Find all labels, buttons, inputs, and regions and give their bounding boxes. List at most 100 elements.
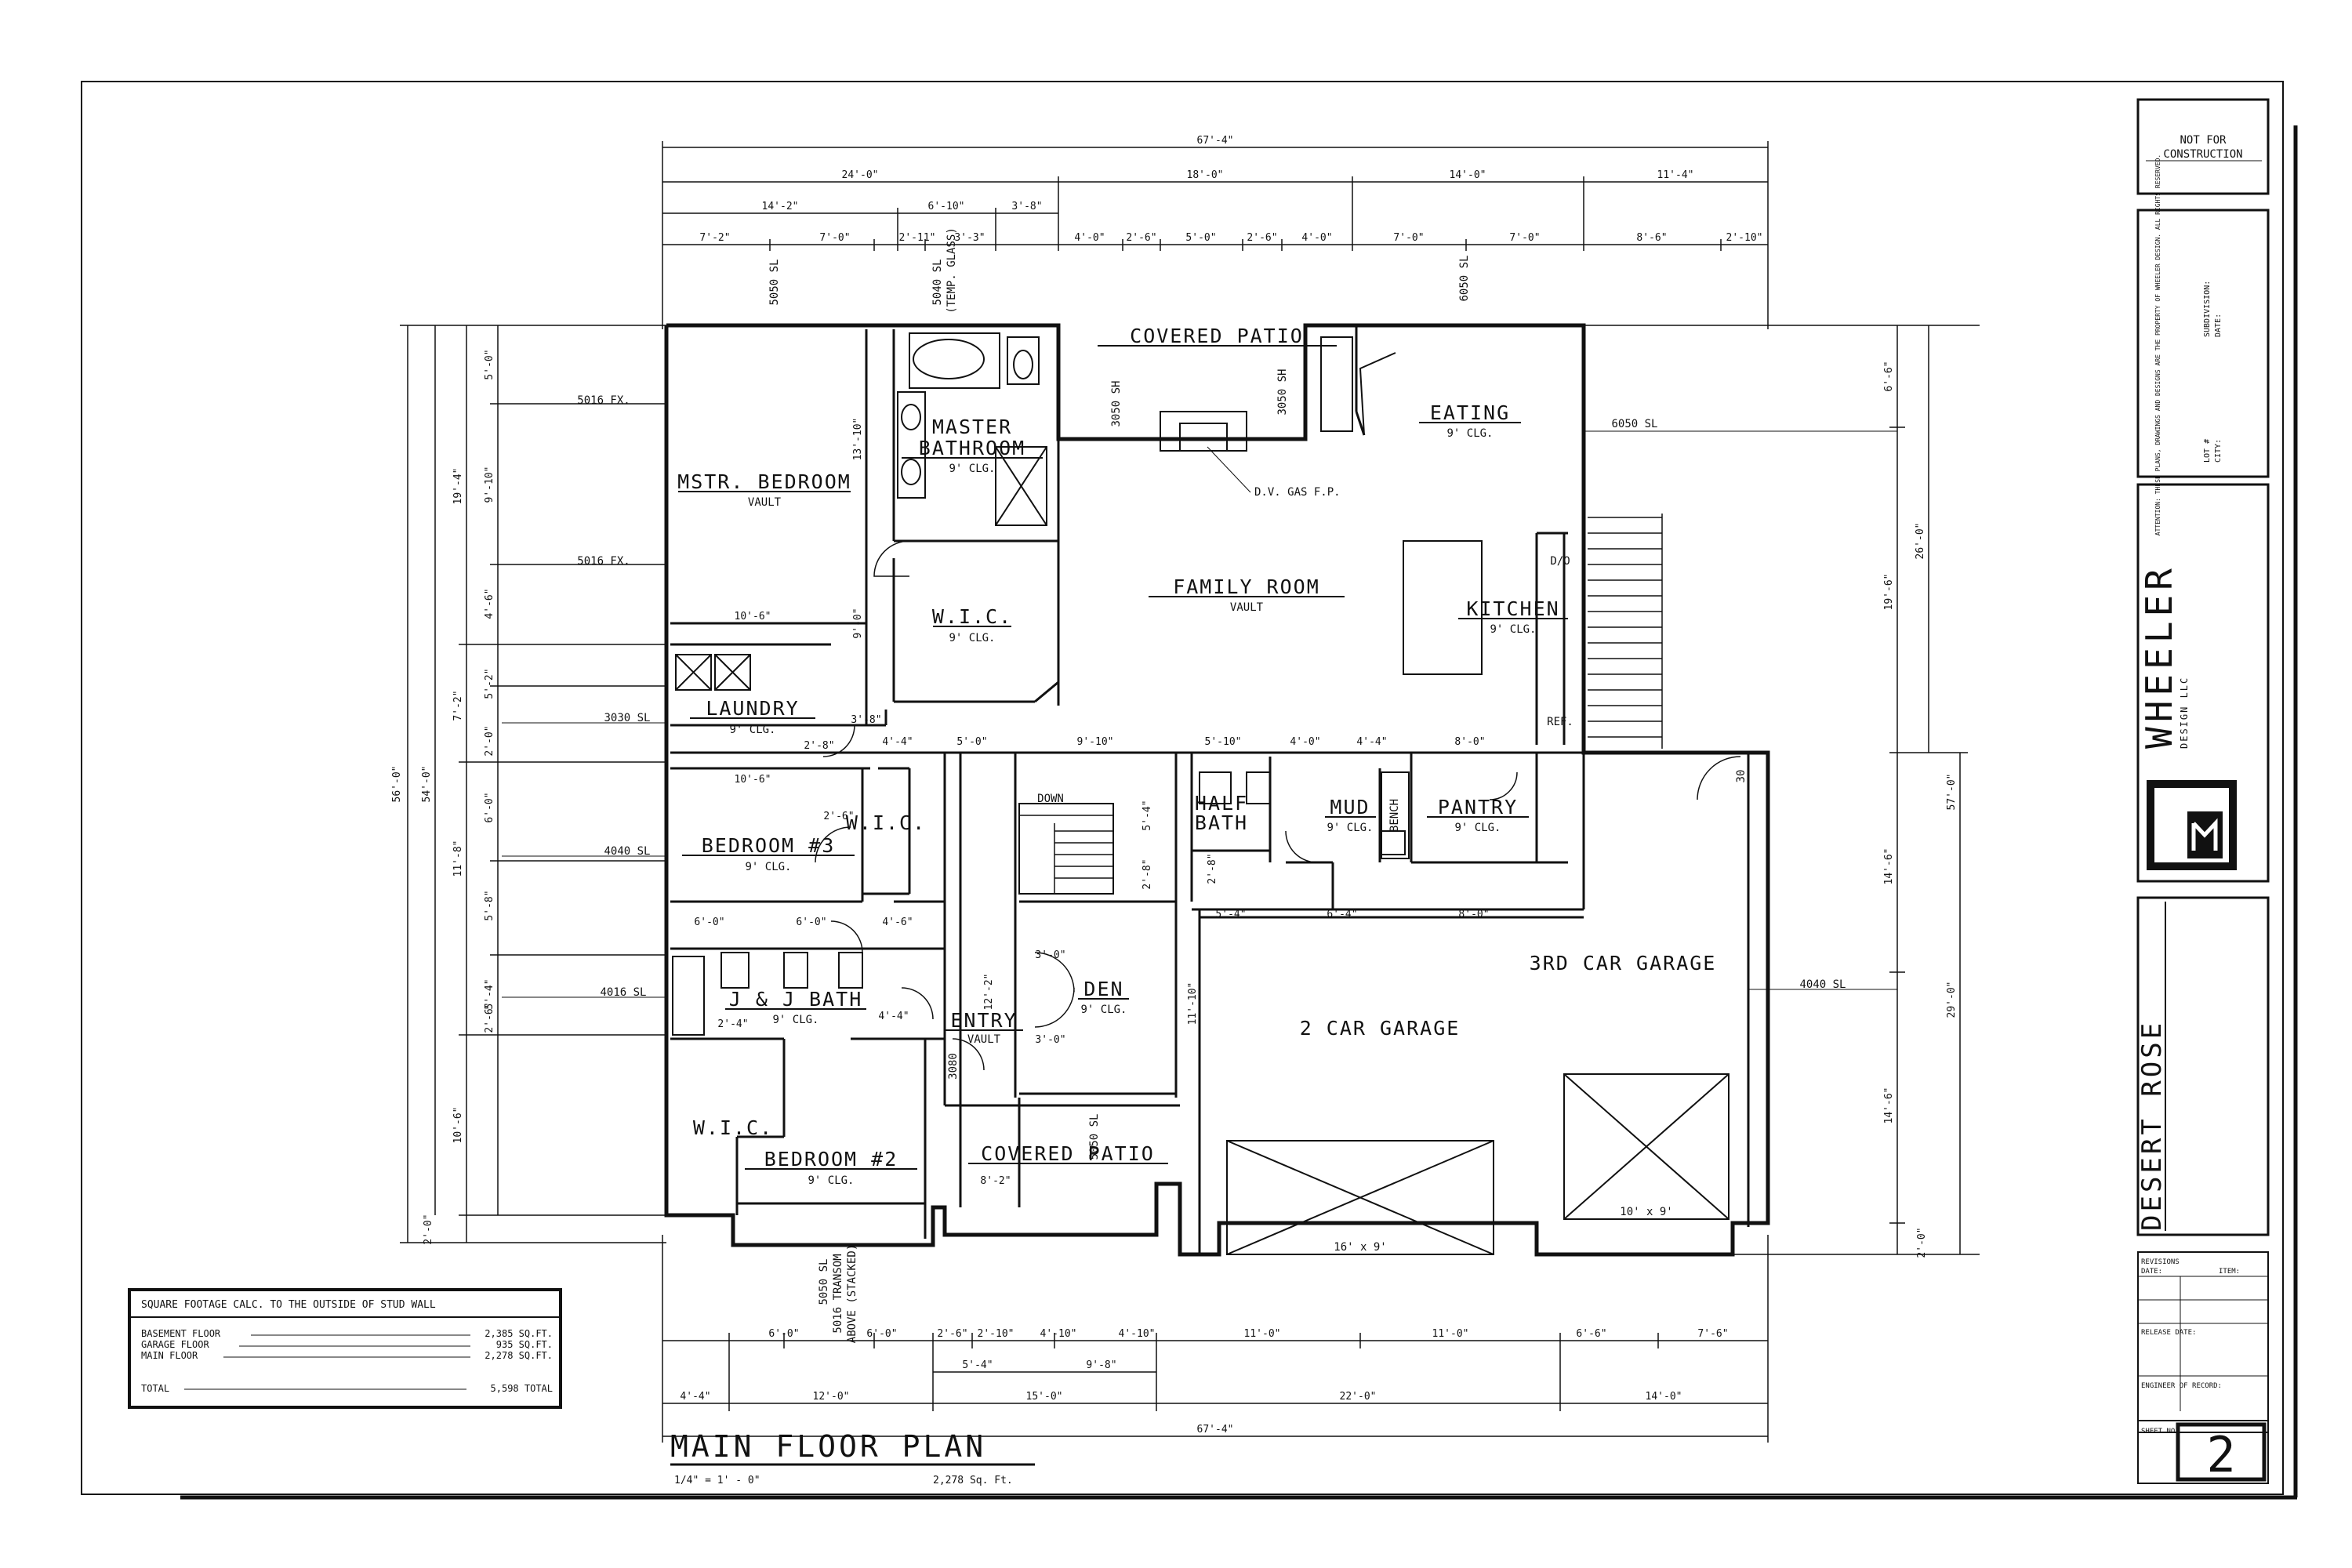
plan-name: DESERT ROSE xyxy=(2136,1020,2168,1231)
revisions-box xyxy=(2137,1251,2269,1433)
idim-12: 4'-4" xyxy=(1356,736,1387,748)
dimension-lines-right xyxy=(1584,325,1980,1255)
idim-24: 2'-6" xyxy=(823,811,854,822)
dim-bot-1: 6'-0" xyxy=(768,1328,799,1340)
dimension-text-right: 26'-0" 57'-0" 29'-0" 6'-6" 19'-6" 14'-6"… xyxy=(1883,361,1958,1258)
room-entry-sub: VAULT xyxy=(967,1033,1001,1046)
revisions-item-col: ITEM: xyxy=(2219,1268,2240,1276)
interior-dimensions: 10'-6" 10'-6" 13'-10" 9'-0" 2'-8" 3'-8" … xyxy=(694,418,1489,1187)
subdivision-label: SUBDIVISION: xyxy=(2203,281,2212,337)
lot-label: LOT # xyxy=(2203,439,2212,463)
sheet-number: 2 xyxy=(2206,1426,2235,1483)
dim-top3-7: 5'-0" xyxy=(1185,232,1216,244)
dim-bot-2: 6'-0" xyxy=(866,1328,897,1340)
garage-door-big xyxy=(1226,1140,1494,1255)
dim-top3-8: 2'-6" xyxy=(1247,232,1277,244)
engineer-label: ENGINEER OF RECORD: xyxy=(2141,1382,2222,1390)
room-kitchen: KITCHEN xyxy=(1466,597,1559,620)
win-4016: 4016 SL xyxy=(600,986,646,999)
jj-bathtub-icon xyxy=(672,956,705,1036)
mud-bench-icon xyxy=(1381,771,1410,859)
dryer-icon xyxy=(714,654,751,691)
ceiling-fan-a xyxy=(1320,336,1353,432)
dim-overall-bottom: 67'-4" xyxy=(1197,1424,1234,1436)
dim-bot-5: 4'-10" xyxy=(1040,1328,1077,1340)
footage-total-value: 5,598 TOTAL xyxy=(491,1383,553,1394)
idim-18: 12'-2" xyxy=(983,974,995,1011)
dim-right-26: 26'-0" xyxy=(1915,523,1926,560)
dimension-lines-top xyxy=(662,141,1769,329)
idim-7: 4'-4" xyxy=(882,736,913,748)
dim-bot-6: 4'-10" xyxy=(1119,1328,1156,1340)
room-bedroom2: BEDROOM #2 xyxy=(764,1148,898,1171)
dim-top3-3: 2'-11" xyxy=(899,232,936,244)
idim-16: 8'-0" xyxy=(1458,909,1489,920)
idim-8: 5'-0" xyxy=(956,736,987,748)
dim-top2-1: 14'-2" xyxy=(762,201,799,212)
garage-doors xyxy=(1226,1073,1730,1255)
stair-treads xyxy=(1019,815,1113,894)
dim-left-54: 54'-0" xyxy=(421,766,433,803)
jj-sink2-icon xyxy=(838,952,863,989)
half-bath-sink-icon xyxy=(1199,771,1232,804)
dim-top2-2: 6'-10" xyxy=(928,201,965,212)
dim-right-57: 57'-0" xyxy=(1946,774,1958,811)
room-bedroom3: BEDROOM #3 xyxy=(702,834,836,857)
dimension-text-top: 67'-4" 24'-0" 18'-0" 14'-0" 11'-4" 14'-2… xyxy=(699,135,1762,244)
city-label: CITY: xyxy=(2214,439,2223,463)
room-mud-clg: 9' CLG. xyxy=(1327,822,1373,834)
room-master-bath-1: MASTER xyxy=(932,416,1012,438)
transom-2: ABOVE (STACKED) xyxy=(846,1244,858,1343)
nfc-text-1: NOT FOR xyxy=(2180,134,2227,147)
label-door-30: 30 xyxy=(1735,770,1748,783)
dimension-lines-bottom xyxy=(662,1235,1769,1443)
dim-left-s2: 9'-10" xyxy=(484,466,495,503)
revisions-date-col: DATE: xyxy=(2141,1268,2162,1276)
dim-top-4: 11'-4" xyxy=(1657,169,1694,181)
idim-28: 3'-0" xyxy=(1035,1034,1065,1046)
idim-14: 5'-4" xyxy=(1215,909,1246,920)
deck-stairs xyxy=(1588,514,1663,749)
sheet-no-box xyxy=(2137,1420,2269,1484)
idim-27: 3'-0" xyxy=(1035,949,1065,961)
sheet-border xyxy=(81,81,2284,1495)
footage-row-1-label: BASEMENT FLOOR xyxy=(141,1328,221,1339)
half-bath-toilet-icon xyxy=(1246,771,1271,804)
idim-21: 4'-6" xyxy=(882,916,913,928)
dim-left-56: 56'-0" xyxy=(391,766,403,803)
footage-row-3-value: 2,278 SQ.FT. xyxy=(485,1350,553,1361)
dim-left-r4: 10'-6" xyxy=(452,1107,464,1144)
window-leader-lines xyxy=(502,403,1897,998)
footage-total-label: TOTAL xyxy=(141,1383,169,1394)
room-kitchen-clg: 9' CLG. xyxy=(1490,623,1536,636)
fixtures xyxy=(672,332,1483,1036)
company-sub: DESIGN LLC xyxy=(2179,677,2190,749)
label-ref: REF. xyxy=(1547,716,1573,728)
dim-left-s9: 2'-6" xyxy=(484,1002,495,1033)
dim-left-s1: 5'-0" xyxy=(484,349,495,379)
win-5040: 5040 SL xyxy=(931,259,944,305)
drawing-title-block: MAIN FLOOR PLAN 1/4" = 1' - 0" 2,278 Sq.… xyxy=(670,1429,1035,1486)
idim-25: 2'-8" xyxy=(1207,853,1218,884)
idim-30: 2'-8" xyxy=(1142,858,1153,889)
win-5040-b: (TEMP. GLASS) xyxy=(946,227,958,314)
dim-bot3-5: 14'-0" xyxy=(1646,1391,1682,1403)
win-5016b: 5016 FX. xyxy=(577,555,630,568)
window-labels: 5050 SL 5040 SL (TEMP. GLASS) 6050 SL 30… xyxy=(577,227,1846,1343)
room-family: FAMILY ROOM xyxy=(1173,575,1320,598)
vanity-icon xyxy=(897,391,926,499)
dim-top3-4: 3'-3" xyxy=(954,232,985,244)
dim-bot-10: 7'-6" xyxy=(1697,1328,1728,1340)
footage-row-3-label: MAIN FLOOR xyxy=(141,1350,198,1361)
door-3080: 3080 xyxy=(947,1053,960,1080)
room-den: DEN xyxy=(1083,978,1123,1000)
room-covered-patio-front: COVERED PATIO xyxy=(981,1142,1155,1165)
label-garage-door-small: 10' x 9' xyxy=(1620,1206,1672,1218)
dim-top3-13: 2'-10" xyxy=(1726,232,1763,244)
room-eating: EATING xyxy=(1430,401,1510,424)
attention-box xyxy=(2136,209,2270,478)
date-label: DATE: xyxy=(2214,314,2223,337)
dimension-lines-left xyxy=(400,325,666,1243)
room-wic-master: W.I.C. xyxy=(932,605,1012,628)
